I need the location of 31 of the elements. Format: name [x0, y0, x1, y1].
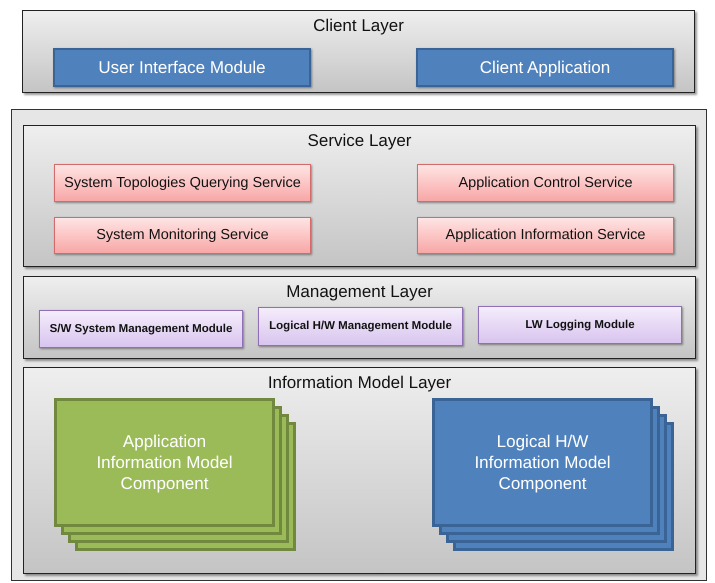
module-label: Logical H/W Information Model Component — [473, 430, 612, 494]
module-label: S/W System Management Module — [48, 322, 234, 336]
module-box — [39, 310, 243, 348]
layer-title: Management Layer — [286, 281, 433, 303]
module-box — [416, 48, 674, 87]
service-box — [54, 164, 311, 202]
layer-panel — [23, 367, 696, 574]
module-box — [478, 306, 682, 344]
layer-panel — [23, 276, 696, 359]
service-box — [417, 217, 674, 254]
module-label: System Topologies Querying Service — [63, 174, 302, 192]
container-box — [11, 109, 707, 581]
component-stack — [54, 398, 275, 527]
layer-title: Service Layer — [308, 130, 412, 152]
layer-title: Information Model Layer — [268, 372, 452, 394]
module-label: System Monitoring Service — [95, 226, 270, 245]
component-stack — [432, 398, 653, 527]
module-label: LW Logging Module — [524, 318, 636, 332]
layer-panel — [23, 125, 696, 267]
layer-panel — [22, 10, 695, 93]
module-label: Application Information Service — [444, 226, 646, 245]
module-label: Application Information Model Component — [95, 430, 234, 494]
module-label: Application Control Service — [457, 174, 634, 192]
service-box — [54, 217, 311, 254]
layer-title: Client Layer — [313, 15, 404, 37]
module-label: Logical H/W Management Module — [268, 319, 453, 334]
module-label: Client Application — [478, 56, 612, 78]
module-label: User Interface Module — [97, 56, 267, 78]
module-box — [53, 48, 311, 87]
module-box — [258, 307, 463, 346]
service-box — [417, 164, 674, 202]
